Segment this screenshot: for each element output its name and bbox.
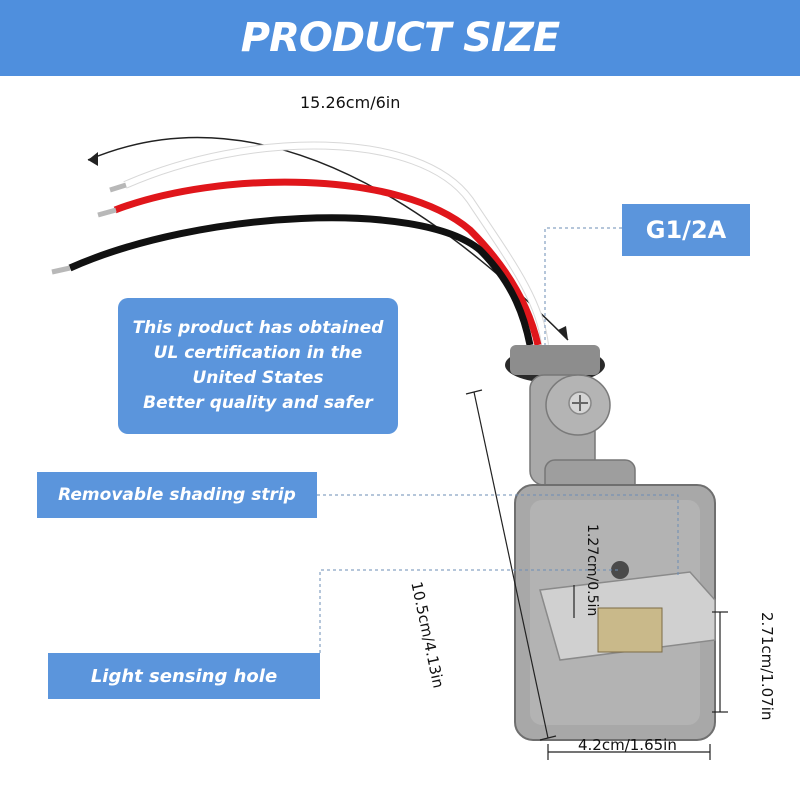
height-dimension-line: [473, 391, 549, 739]
wire-length-arc: [87, 136, 569, 341]
wire-black: [68, 214, 534, 346]
arc-arrow-left: [88, 152, 98, 166]
sensing-hole-callout: Light sensing hole: [48, 653, 320, 699]
arc-arrow-right: [558, 326, 568, 340]
ul-label: [597, 607, 663, 653]
certification-line: UL certification in the: [153, 343, 363, 363]
certification-line: United States: [192, 368, 324, 388]
model-label: G1/2A: [645, 216, 727, 244]
shading-strip-label: Removable shading strip: [58, 485, 296, 505]
header-banner: PRODUCT SIZE: [0, 0, 800, 76]
wire-red: [113, 178, 542, 346]
hole-size-label: 1.27cm/0.5in: [584, 524, 600, 617]
leader-model: [544, 227, 622, 345]
leader-strip: [317, 494, 679, 578]
model-callout: G1/2A: [622, 204, 750, 256]
width-label: 4.2cm/1.65in: [578, 736, 677, 754]
certification-line: Better quality and safer: [143, 393, 373, 413]
head-height-label: 2.71cm/1.07in: [758, 612, 776, 721]
sensing-hole: [611, 561, 629, 579]
certification-callout: This product has obtained UL certificati…: [118, 298, 398, 434]
wire-white-inner: [123, 142, 548, 346]
wire-length-label: 15.26cm/6in: [300, 93, 401, 112]
leader-hole: [319, 569, 620, 653]
page-title: PRODUCT SIZE: [240, 15, 560, 61]
certification-line: This product has obtained: [132, 318, 384, 338]
shading-strip-callout: Removable shading strip: [37, 472, 317, 518]
sensing-hole-label: Light sensing hole: [90, 665, 278, 687]
